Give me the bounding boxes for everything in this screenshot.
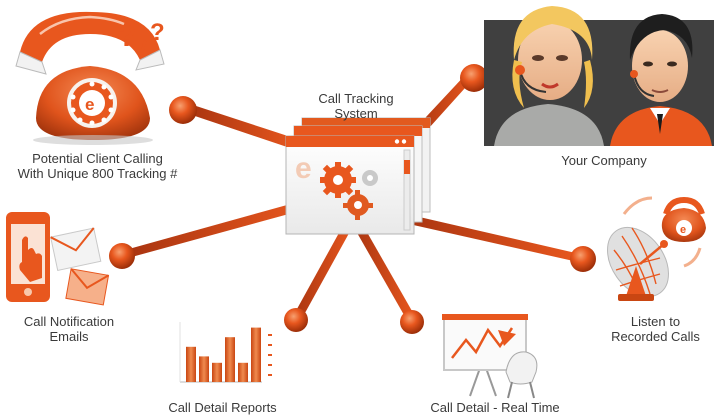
gear-icon [320, 162, 356, 198]
hub-label-line2: System [334, 106, 378, 121]
chart-bar [186, 346, 196, 382]
chart-bar [238, 362, 248, 382]
spoke-realtime [352, 220, 416, 322]
recorded-label-line1: Listen to [630, 314, 681, 329]
hub-window-stack: e [285, 117, 431, 235]
chart-bar [225, 337, 235, 382]
company-label: Your Company [534, 153, 674, 168]
hub-label-line1: Call Tracking [318, 91, 394, 106]
presentation-board-icon [442, 314, 538, 399]
client-label-line1: Potential Client Calling [32, 151, 163, 166]
connector-balls [109, 64, 596, 334]
client-label-line2: With Unique 800 Tracking # [17, 166, 178, 181]
recorded-label-line2: Recorded Calls [611, 329, 700, 344]
realtime-label: Call Detail - Real Time [410, 400, 580, 415]
svg-text:e: e [295, 152, 312, 185]
gear-icon [362, 170, 378, 186]
ball-recorded [570, 246, 596, 272]
spoke-recorded [400, 213, 580, 262]
spoke-client [186, 104, 300, 150]
bar-chart-icon [179, 322, 272, 383]
hub-label: Call Tracking System [296, 91, 416, 121]
client-label: Potential Client Calling With Unique 800… [0, 151, 195, 181]
people-icon [484, 6, 714, 146]
ball-realtime [400, 310, 424, 334]
realtime-label-line1: Call Detail - Real Time [430, 400, 560, 415]
reports-label-line1: Call Detail Reports [168, 400, 277, 415]
chart-bar [199, 356, 209, 382]
ball-reports [284, 308, 308, 332]
spoke-emails [125, 200, 307, 258]
spoke-reports [292, 222, 353, 322]
chart-bar [212, 362, 222, 382]
ball-client [169, 96, 197, 124]
emails-label-line2: Emails [49, 329, 89, 344]
telephone-icon: e ? ! ? [15, 11, 165, 145]
svg-text:e: e [85, 95, 94, 114]
gear-icon [343, 190, 373, 220]
svg-text:?: ? [118, 20, 136, 53]
connector-spokes [125, 72, 580, 322]
recorded-label: Listen to Recorded Calls [598, 314, 713, 344]
ball-emails [109, 243, 135, 269]
chart-bar [251, 327, 261, 382]
satellite-dish-icon: e [607, 196, 706, 301]
svg-text:e: e [680, 224, 686, 236]
emails-label-line1: Call Notification [23, 314, 115, 329]
company-label-line1: Your Company [561, 153, 647, 168]
phone-mail-icon [6, 212, 110, 306]
reports-label: Call Detail Reports [150, 400, 295, 415]
svg-text:?: ? [150, 19, 165, 46]
emails-label: Call Notification Emails [4, 314, 134, 344]
ball-company [460, 64, 488, 92]
